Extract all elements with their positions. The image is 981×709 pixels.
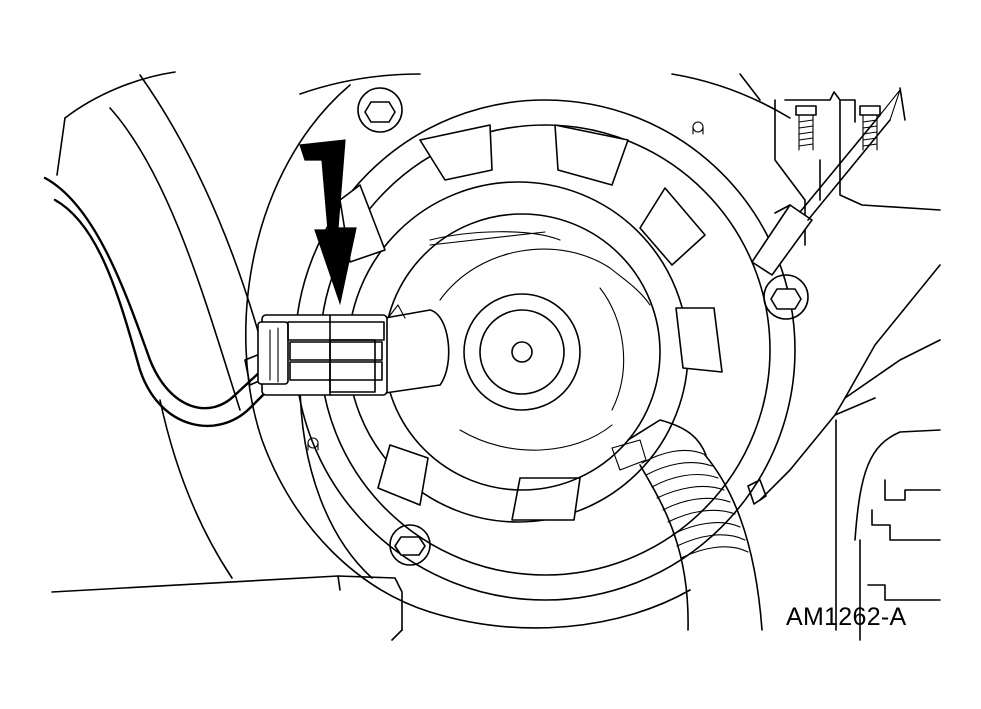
locating-pin-bottom xyxy=(307,437,319,451)
corrugated-hose xyxy=(611,419,767,631)
motor-pigtail xyxy=(384,304,450,394)
figure-reference-label: AM1262-A xyxy=(786,603,907,631)
bracket-bolt-left xyxy=(795,105,817,151)
right-bracket xyxy=(759,87,941,641)
housing-outline xyxy=(51,71,791,641)
locating-pin-top xyxy=(692,121,704,135)
flange-bolt-right xyxy=(763,274,809,320)
down-arrow-icon xyxy=(299,139,357,306)
flange-bolt-bottom xyxy=(389,524,431,566)
wiring-harness xyxy=(43,176,274,428)
motor-hub xyxy=(463,293,581,411)
test-probe xyxy=(751,89,901,276)
flange-bolt-top xyxy=(357,87,403,133)
electrical-connector xyxy=(257,314,388,396)
